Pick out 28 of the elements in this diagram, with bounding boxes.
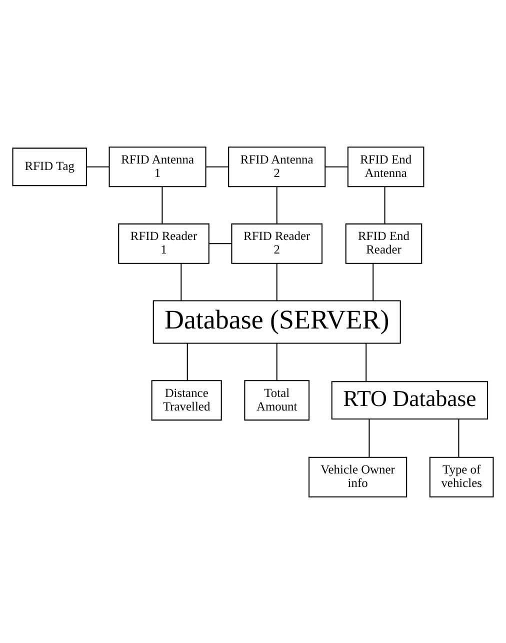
- connector: [206, 166, 228, 167]
- connector: [325, 166, 348, 167]
- node-box: RFID End Antenna: [347, 146, 424, 187]
- node-box: RTO Database: [331, 380, 488, 420]
- node-box: RFID Reader 1: [118, 222, 210, 264]
- connector: [372, 262, 374, 300]
- node-box: RFID Antenna 2: [228, 146, 326, 187]
- node-box: RFID End Reader: [345, 222, 422, 264]
- connector: [276, 186, 278, 224]
- connector: [86, 166, 110, 167]
- connector: [276, 342, 278, 380]
- node-box: Distance Travelled: [151, 380, 222, 420]
- connector: [180, 262, 182, 300]
- node-box: Vehicle Owner info: [308, 456, 408, 497]
- connector: [162, 186, 163, 224]
- node-box: Total Amount: [244, 380, 310, 420]
- connector: [384, 186, 386, 224]
- connector: [366, 342, 367, 382]
- node-box: RFID Tag: [12, 147, 87, 186]
- node-box: RFID Antenna 1: [108, 146, 206, 187]
- connector: [276, 262, 278, 300]
- connector: [458, 418, 460, 457]
- connector: [368, 418, 370, 457]
- node-box: Database (SERVER): [152, 300, 401, 344]
- connector: [186, 342, 188, 380]
- node-box: Type of vehicles: [429, 456, 494, 497]
- node-box: RFID Reader 2: [231, 222, 323, 264]
- connector: [209, 242, 232, 244]
